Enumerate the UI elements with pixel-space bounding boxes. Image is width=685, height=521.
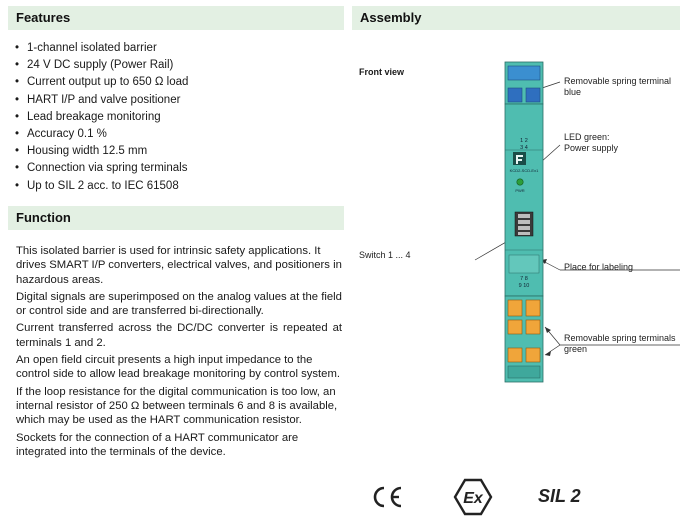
feature-item: Up to SIL 2 acc. to IEC 61508 <box>14 178 344 195</box>
led-label: PWR <box>515 188 524 193</box>
feature-item: Housing width 12.5 mm <box>14 143 344 160</box>
front-view-label: Front view <box>359 67 405 77</box>
bottom-terminal-numbers: 9 10 <box>519 283 530 289</box>
function-heading: Function <box>8 206 344 230</box>
function-paragraph: Sockets for the connection of a HART com… <box>16 431 299 458</box>
label-switch: Switch 1 ... 4 <box>359 250 411 260</box>
label-labeling: Place for labeling <box>564 262 634 272</box>
brand-logo <box>513 152 526 165</box>
label-led: LED green: Power supply <box>564 132 619 153</box>
labeling-area <box>508 254 540 274</box>
function-paragraph: Current transferred across the DC/DC con… <box>16 322 342 349</box>
feature-item: Connection via spring terminals <box>14 160 344 177</box>
features-list: 1-channel isolated barrier 24 V DC suppl… <box>14 40 344 195</box>
function-paragraph: If the loop resistance for the digital c… <box>16 385 338 427</box>
function-paragraph: An open field circuit presents a high in… <box>16 354 341 381</box>
label-terminal-blue: Removable spring terminal blue <box>564 76 672 97</box>
feature-item: 24 V DC supply (Power Rail) <box>14 57 344 74</box>
function-paragraph: Digital signals are superimposed on the … <box>16 290 342 318</box>
ce-logo <box>370 484 404 510</box>
function-text: This isolated barrier is used for intrin… <box>16 244 342 462</box>
top-terminal-numbers: 3 4 <box>520 145 528 151</box>
sil2-logo: SIL 2 <box>538 486 581 506</box>
model-number: KCD2-SCD-Ex1 <box>510 168 539 173</box>
assembly-heading: Assembly <box>352 6 680 30</box>
power-led <box>516 178 524 186</box>
function-paragraph: This isolated barrier is used for intrin… <box>16 245 342 286</box>
top-terminal-numbers: 1 2 <box>520 138 528 144</box>
feature-item: Lead breakage monitoring <box>14 109 344 126</box>
ex-logo: Ex <box>453 478 493 516</box>
bottom-terminal-numbers: 7 8 <box>520 276 528 282</box>
svg-text:Ex: Ex <box>463 490 484 507</box>
label-terminals-green: Removable spring terminals green <box>564 333 676 354</box>
feature-item: Current output up to 650 Ω load <box>14 74 344 91</box>
feature-item: Accuracy 0.1 % <box>14 126 344 143</box>
feature-item: HART I/P and valve positioner <box>14 92 344 109</box>
feature-item: 1-channel isolated barrier <box>14 40 344 57</box>
features-heading: Features <box>8 6 344 30</box>
